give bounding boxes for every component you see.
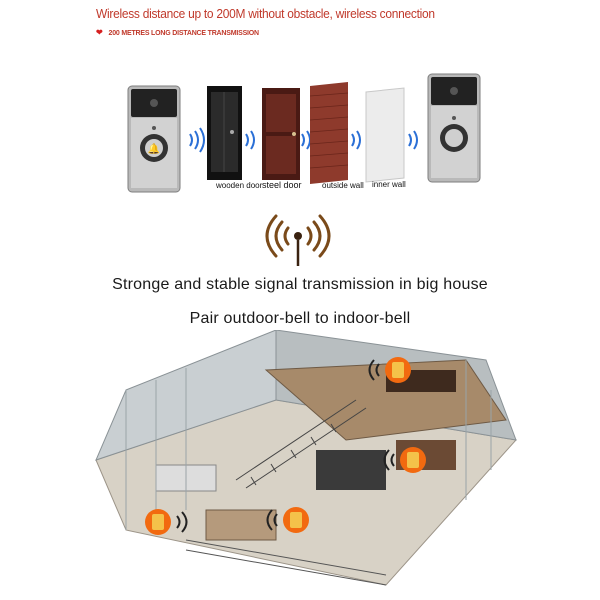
wave-icon — [351, 130, 361, 150]
svg-text:🔔: 🔔 — [148, 143, 160, 155]
steel-door — [262, 88, 300, 180]
outdoor-bell-icon — [266, 507, 309, 533]
subtitle-text: 200 METRES LONG DISTANCE TRANSMISSION — [108, 30, 260, 37]
wave-icon — [301, 130, 311, 150]
indoor-doorbell-unit — [427, 73, 481, 183]
tagline-signal: Stronge and stable signal transmission i… — [112, 276, 488, 293]
transmission-strip: 🔔 — [127, 73, 481, 193]
headline-title: Wireless distance up to 200M without obs… — [96, 6, 435, 21]
indoor-bell-icon — [145, 509, 188, 535]
tagline-pairing: Pair outdoor-bell to indoor-bell — [189, 310, 411, 327]
indoor-bell-icon — [383, 447, 426, 473]
house-illustration — [95, 330, 517, 586]
outdoor-doorbell-unit: 🔔 — [127, 85, 181, 193]
obstacle-label: outside wall — [322, 181, 364, 190]
heart-icon: ❤ — [96, 28, 103, 37]
obstacle-label: wooden door — [216, 181, 263, 190]
inner-wall — [365, 87, 405, 183]
headline-subtitle: ❤ 200 METRES LONG DISTANCE TRANSMISSION — [96, 28, 259, 37]
wave-icon — [245, 130, 255, 150]
obstacle-label: inner wall — [372, 180, 406, 189]
wave-icon — [189, 127, 205, 153]
indoor-bell-icon — [368, 357, 411, 383]
outside-wall — [309, 82, 349, 184]
signal-icon — [265, 214, 331, 266]
obstacle-label: steel door — [262, 180, 302, 190]
wave-icon — [408, 130, 418, 150]
wooden-door — [207, 86, 242, 180]
